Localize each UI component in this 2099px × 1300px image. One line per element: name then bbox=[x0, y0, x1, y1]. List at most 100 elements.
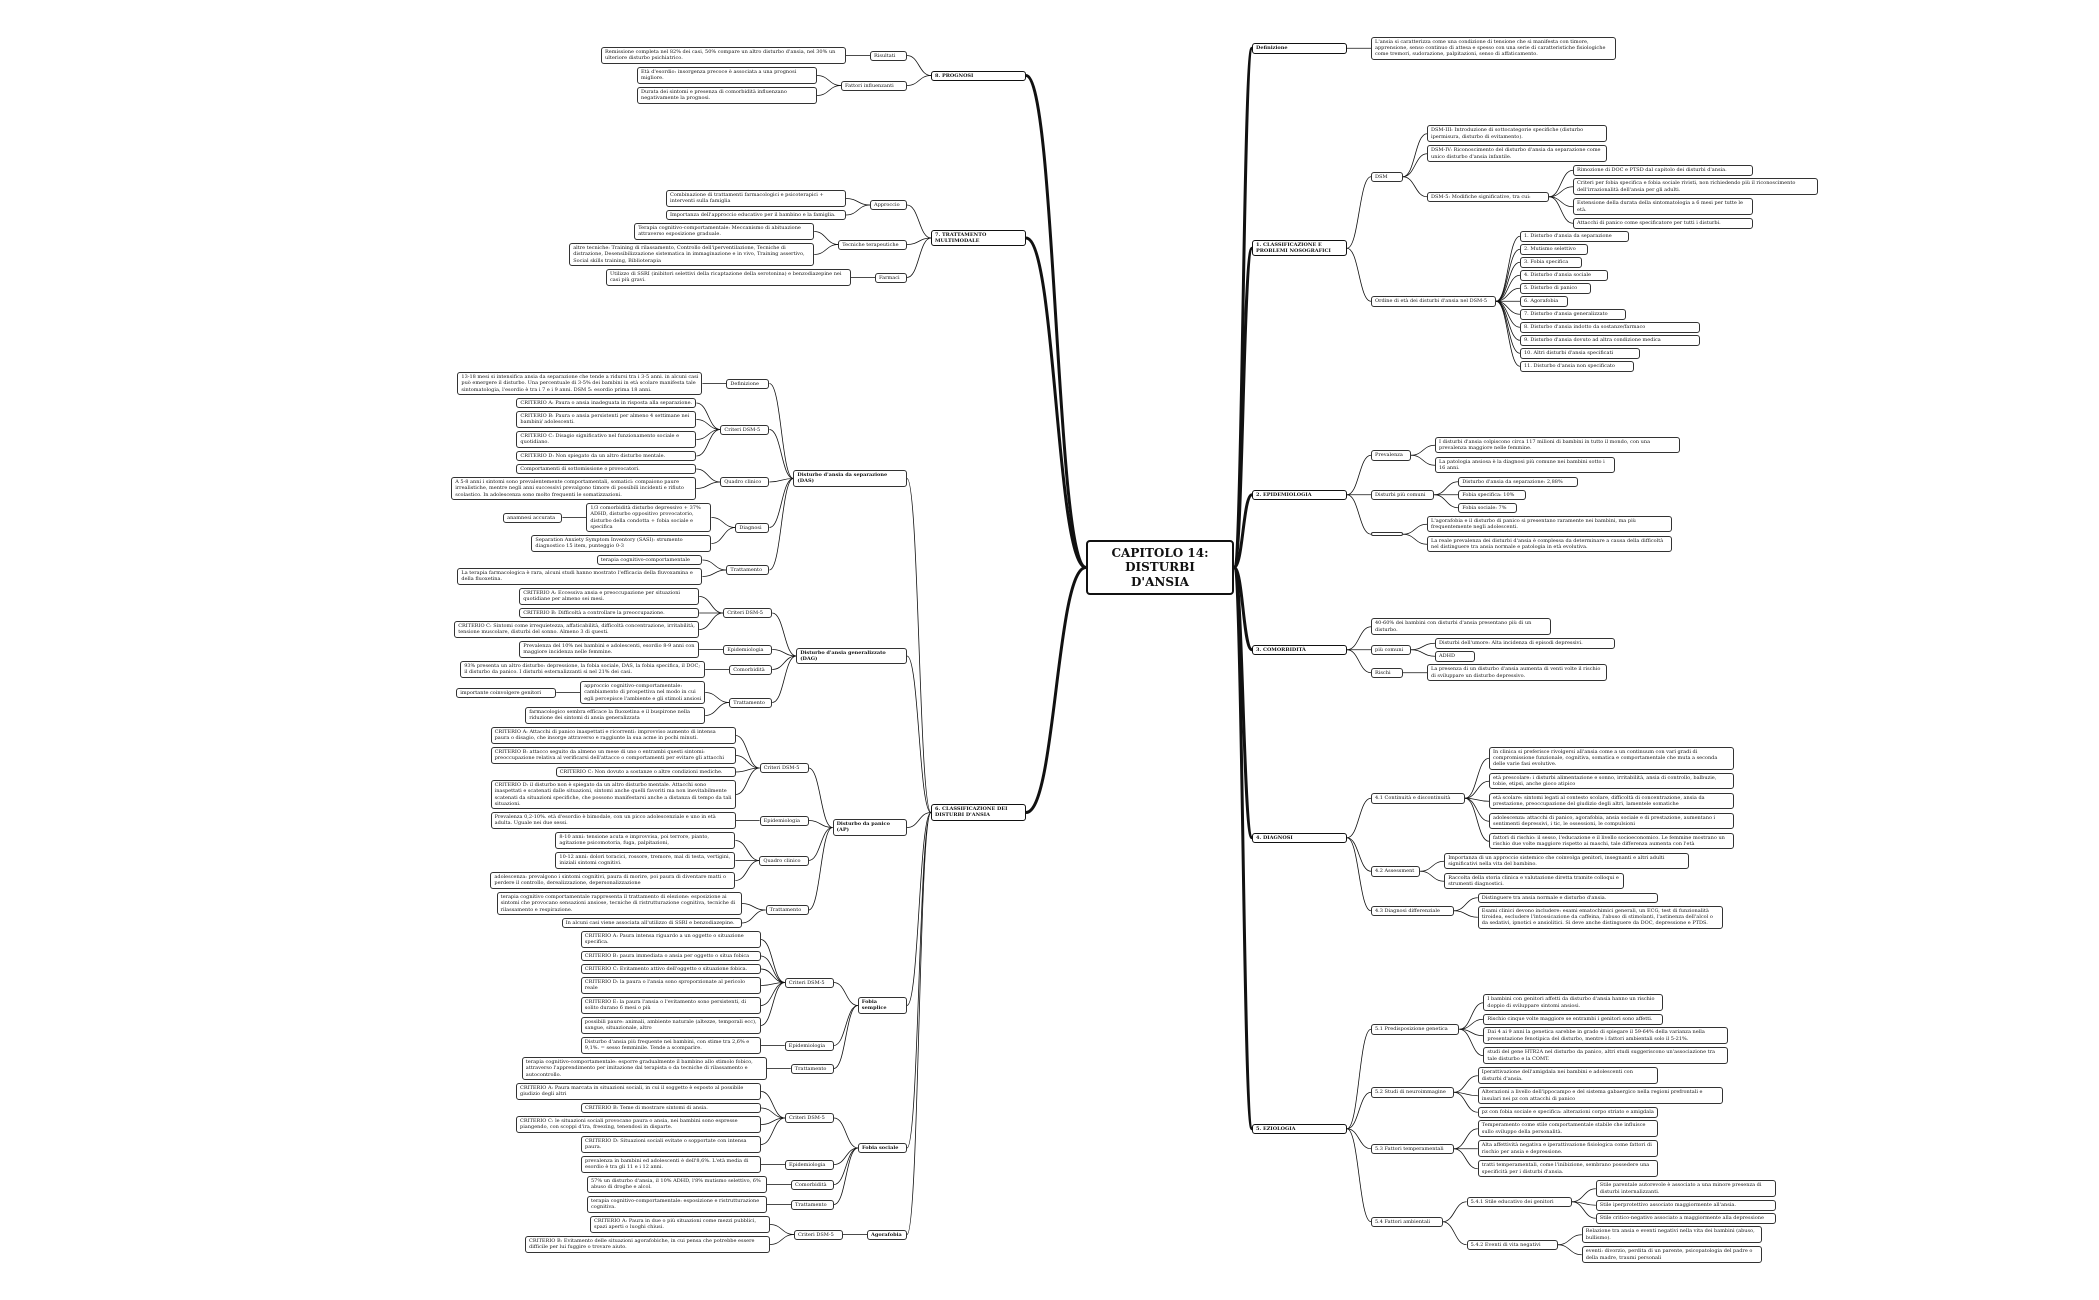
topic-node[interactable]: DSM-5: Modifiche significative, tra cui: bbox=[1427, 191, 1549, 202]
topic-node[interactable]: terapia cognitivo comportamentale rappre… bbox=[496, 892, 742, 915]
topic-node[interactable]: Remissione completa nel 82% dei casi, 50… bbox=[601, 47, 846, 64]
topic-node[interactable]: In alcuni casi viene associata all'utili… bbox=[561, 918, 742, 929]
topic-node[interactable]: Comportamenti di sottomissione o provoca… bbox=[516, 464, 697, 475]
topic-node[interactable]: Epidemiologia bbox=[759, 815, 809, 826]
topic-node[interactable]: CRITERIO D: la paura o l'ansia sono spro… bbox=[580, 977, 761, 994]
topic-node[interactable]: Trattamento bbox=[726, 565, 770, 576]
central-topic[interactable]: CAPITOLO 14: DISTURBI D'ANSIA bbox=[1086, 540, 1234, 596]
topic-node[interactable]: Distinguere tra ansia normale e disturbo… bbox=[1477, 892, 1658, 903]
topic-node[interactable]: 2. Mutismo selettivo bbox=[1520, 244, 1588, 255]
topic-node[interactable]: CRITERIO D: il disturbo non è spiegato d… bbox=[490, 780, 736, 809]
topic-node[interactable]: 6. Agorafobia bbox=[1520, 296, 1568, 307]
topic-node[interactable]: Dai 4 ai 9 anni la genetica sarebbe in g… bbox=[1483, 1027, 1729, 1044]
topic-node[interactable]: adolescenza: prevalgono i sintomi cognit… bbox=[490, 872, 736, 889]
topic-node[interactable]: Trattamento bbox=[791, 1199, 834, 1210]
topic-node[interactable]: CRITERIO D: Non spiegato da un altro dis… bbox=[516, 451, 697, 462]
topic-node[interactable]: approccio cognitivo-comportamentale: cam… bbox=[580, 681, 706, 704]
topic-node[interactable]: A 5-8 anni i sintomi sono prevalentement… bbox=[451, 477, 697, 500]
topic-node[interactable]: altre tecniche: Training di rilassamento… bbox=[569, 243, 815, 266]
topic-node[interactable]: CRITERIO D: Situazioni sociali evitate o… bbox=[581, 1136, 761, 1153]
topic-node[interactable]: 9. Disturbo d'ansia dovuto ad altra cond… bbox=[1520, 335, 1700, 346]
topic-node[interactable]: Raccolta della storia clinica e valutazi… bbox=[1444, 872, 1625, 890]
topic-node[interactable]: Prevalenza 0,2-10%. età d'esordio è bimo… bbox=[490, 812, 736, 829]
topic-node[interactable] bbox=[1371, 532, 1403, 537]
topic-node[interactable]: 4.2 Assessment bbox=[1371, 866, 1421, 877]
topic-node[interactable]: 5.3 Fattori temperamentali bbox=[1371, 1143, 1454, 1154]
topic-node[interactable]: La patologia ansiosa è la diagnosi più c… bbox=[1435, 456, 1615, 474]
topic-node[interactable]: 4. Disturbo d'ansia sociale bbox=[1520, 270, 1609, 281]
topic-node[interactable]: Definizione bbox=[726, 378, 770, 389]
topic-node[interactable]: Fobia semplice bbox=[857, 997, 907, 1014]
topic-node[interactable]: Esami clinici devono includere: esami em… bbox=[1477, 905, 1723, 929]
topic-node[interactable]: Trattamento bbox=[729, 697, 773, 708]
topic-node[interactable]: Prevalenza bbox=[1371, 450, 1411, 461]
topic-node[interactable]: Importanza dell'approccio educativo per … bbox=[666, 210, 846, 221]
topic-node[interactable]: DSM-III: Introduzione di sottocategorie … bbox=[1427, 125, 1607, 142]
topic-node[interactable]: Quadro clinico bbox=[720, 477, 770, 488]
topic-node[interactable]: Trattamento bbox=[765, 905, 809, 916]
topic-node[interactable]: Quadro clinico bbox=[759, 855, 809, 866]
topic-node[interactable]: I disturbi d'ansia colpiscono circa 117 … bbox=[1435, 436, 1680, 454]
topic-node[interactable]: CRITERIO C: Evitamento attivo dell'ogget… bbox=[580, 964, 761, 975]
topic-node[interactable]: Criteri DSM-5 bbox=[784, 977, 834, 988]
topic-node[interactable]: Rischi bbox=[1371, 667, 1403, 678]
topic-node[interactable]: 5.4.2 Eventi di vita negativi bbox=[1466, 1239, 1558, 1250]
topic-node[interactable]: 8. Disturbo d'ansia indotto da sostanze/… bbox=[1520, 322, 1700, 333]
topic-node[interactable]: Fobia sociale: 7% bbox=[1458, 502, 1518, 513]
topic-node[interactable]: CRITERIO A: Eccessiva ansia e preoccupaz… bbox=[519, 588, 700, 605]
topic-node[interactable]: 13-18 mesi si intensifica ansia da separ… bbox=[457, 372, 703, 395]
topic-node[interactable]: 93% presenta un altro disturbo: depressi… bbox=[460, 661, 706, 678]
topic-node[interactable]: pz con fobia sociale e specifica: altera… bbox=[1477, 1107, 1658, 1118]
topic-node[interactable]: studi del gene HTR2A nel disturbo da pan… bbox=[1483, 1047, 1729, 1064]
topic-node[interactable]: 5.1 Predisposizione genetica bbox=[1371, 1024, 1460, 1035]
topic-node[interactable]: 57% un disturbo d'ansia, il 10% ADHD, l'… bbox=[587, 1176, 767, 1193]
topic-node[interactable]: CRITERIO B: Evitamento delle situazioni … bbox=[525, 1236, 770, 1253]
topic-node[interactable]: Durata dei sintomi e presenza di comorbi… bbox=[637, 87, 817, 104]
topic-node[interactable]: CRITERIO E: la paura l'ansia o l'evitame… bbox=[580, 997, 761, 1014]
topic-node[interactable]: Disturbi dell'umore: Alta incidenza di e… bbox=[1435, 638, 1615, 649]
topic-node[interactable]: CRITERIO B: Paura o ansia persistenti pe… bbox=[516, 411, 697, 428]
topic-node[interactable]: CRITERIO B: Teme di mostrare sintomi di … bbox=[581, 1103, 761, 1114]
topic-node[interactable]: fattori di rischio: il sesso, l'educazio… bbox=[1489, 832, 1734, 850]
topic-node[interactable]: CRITERIO A: Paura marcata in situazioni … bbox=[516, 1083, 761, 1100]
topic-node[interactable]: Criteri DSM-5 bbox=[720, 424, 770, 435]
topic-node[interactable]: Fobia sociale bbox=[858, 1143, 907, 1154]
topic-node[interactable]: Agorafobia bbox=[867, 1229, 907, 1240]
topic-node[interactable]: Risultati bbox=[870, 50, 907, 61]
topic-node[interactable]: La terapia farmacologica è rara, alcuni … bbox=[457, 568, 703, 585]
topic-node[interactable]: 10. Altri disturbi d'ansia specificati bbox=[1520, 348, 1641, 359]
topic-node[interactable]: I bambini con genitori affetti da distur… bbox=[1483, 994, 1664, 1011]
topic-node[interactable]: 4.3 Diagnosi differenziale bbox=[1371, 905, 1454, 916]
topic-node[interactable]: Relazione tra ansia e eventi negativi ne… bbox=[1581, 1226, 1762, 1243]
topic-node[interactable]: Stile parentale autorevole è associato a… bbox=[1595, 1180, 1776, 1197]
topic-node[interactable]: Utilizzo di SSRI (inibitori selettivi de… bbox=[606, 269, 851, 286]
topic-node[interactable]: DSM bbox=[1371, 171, 1403, 182]
topic-node[interactable]: 40-60% dei bambini con disturbi d'ansia … bbox=[1371, 618, 1551, 635]
topic-node[interactable]: Criteri per fobia specifica e fobia soci… bbox=[1573, 178, 1818, 195]
topic-node[interactable]: 11. Disturbo d'ansia non specificato bbox=[1520, 361, 1635, 372]
topic-node[interactable]: CRITERIO B: Difficoltà a controllare la … bbox=[519, 608, 700, 619]
topic-node[interactable]: In clinica si preferisce rivolgersi all'… bbox=[1489, 746, 1734, 770]
topic-node[interactable]: Rischio cinque volte maggiore se entramb… bbox=[1483, 1014, 1664, 1025]
topic-node[interactable]: eventi: divorzio, perdita di un parente,… bbox=[1581, 1246, 1762, 1263]
topic-node[interactable]: Comorbidità bbox=[729, 664, 773, 675]
topic-node[interactable]: DSM-IV: Riconoscimento del disturbo d'an… bbox=[1427, 145, 1607, 162]
topic-node[interactable]: Disturbi più comuni bbox=[1371, 489, 1435, 500]
branch-node[interactable]: 6. CLASSIFICAZIONE DEI DISTURBI D'ANSIA bbox=[931, 804, 1026, 821]
topic-node[interactable]: più comuni bbox=[1371, 644, 1411, 655]
topic-node[interactable]: 4.1 Continuità e discontinuità bbox=[1371, 793, 1465, 804]
branch-node[interactable]: 3. COMORBIDITÀ bbox=[1252, 644, 1347, 655]
topic-node[interactable]: 1. Disturbo d'ansia da separazione bbox=[1520, 231, 1629, 242]
topic-node[interactable]: Trattamento bbox=[790, 1063, 834, 1074]
topic-node[interactable]: Alta affettività negativa e iperattivazi… bbox=[1477, 1140, 1658, 1157]
topic-node[interactable]: 10-12 anni: dolori toracici, rossore, tr… bbox=[555, 852, 736, 869]
topic-node[interactable]: 5.4.1 Stile educativo dei genitori bbox=[1466, 1196, 1572, 1207]
topic-node[interactable]: Farmaci bbox=[875, 272, 907, 283]
topic-node[interactable]: Separation Anxiety Symptom Inventory (SA… bbox=[531, 535, 712, 552]
topic-node[interactable]: Ordine di età dei disturbi d'ansia nel D… bbox=[1371, 296, 1496, 307]
branch-node[interactable]: 5. EZIOLOGIA bbox=[1252, 1123, 1347, 1134]
branch-node[interactable]: 8. PROGNOSI bbox=[931, 70, 1026, 81]
topic-node[interactable]: Estensione della durata della sintomatol… bbox=[1573, 198, 1753, 215]
topic-node[interactable]: Prevalenza del 10% nei bambini e adolesc… bbox=[519, 641, 700, 658]
topic-node[interactable]: Comorbidità bbox=[791, 1179, 834, 1190]
